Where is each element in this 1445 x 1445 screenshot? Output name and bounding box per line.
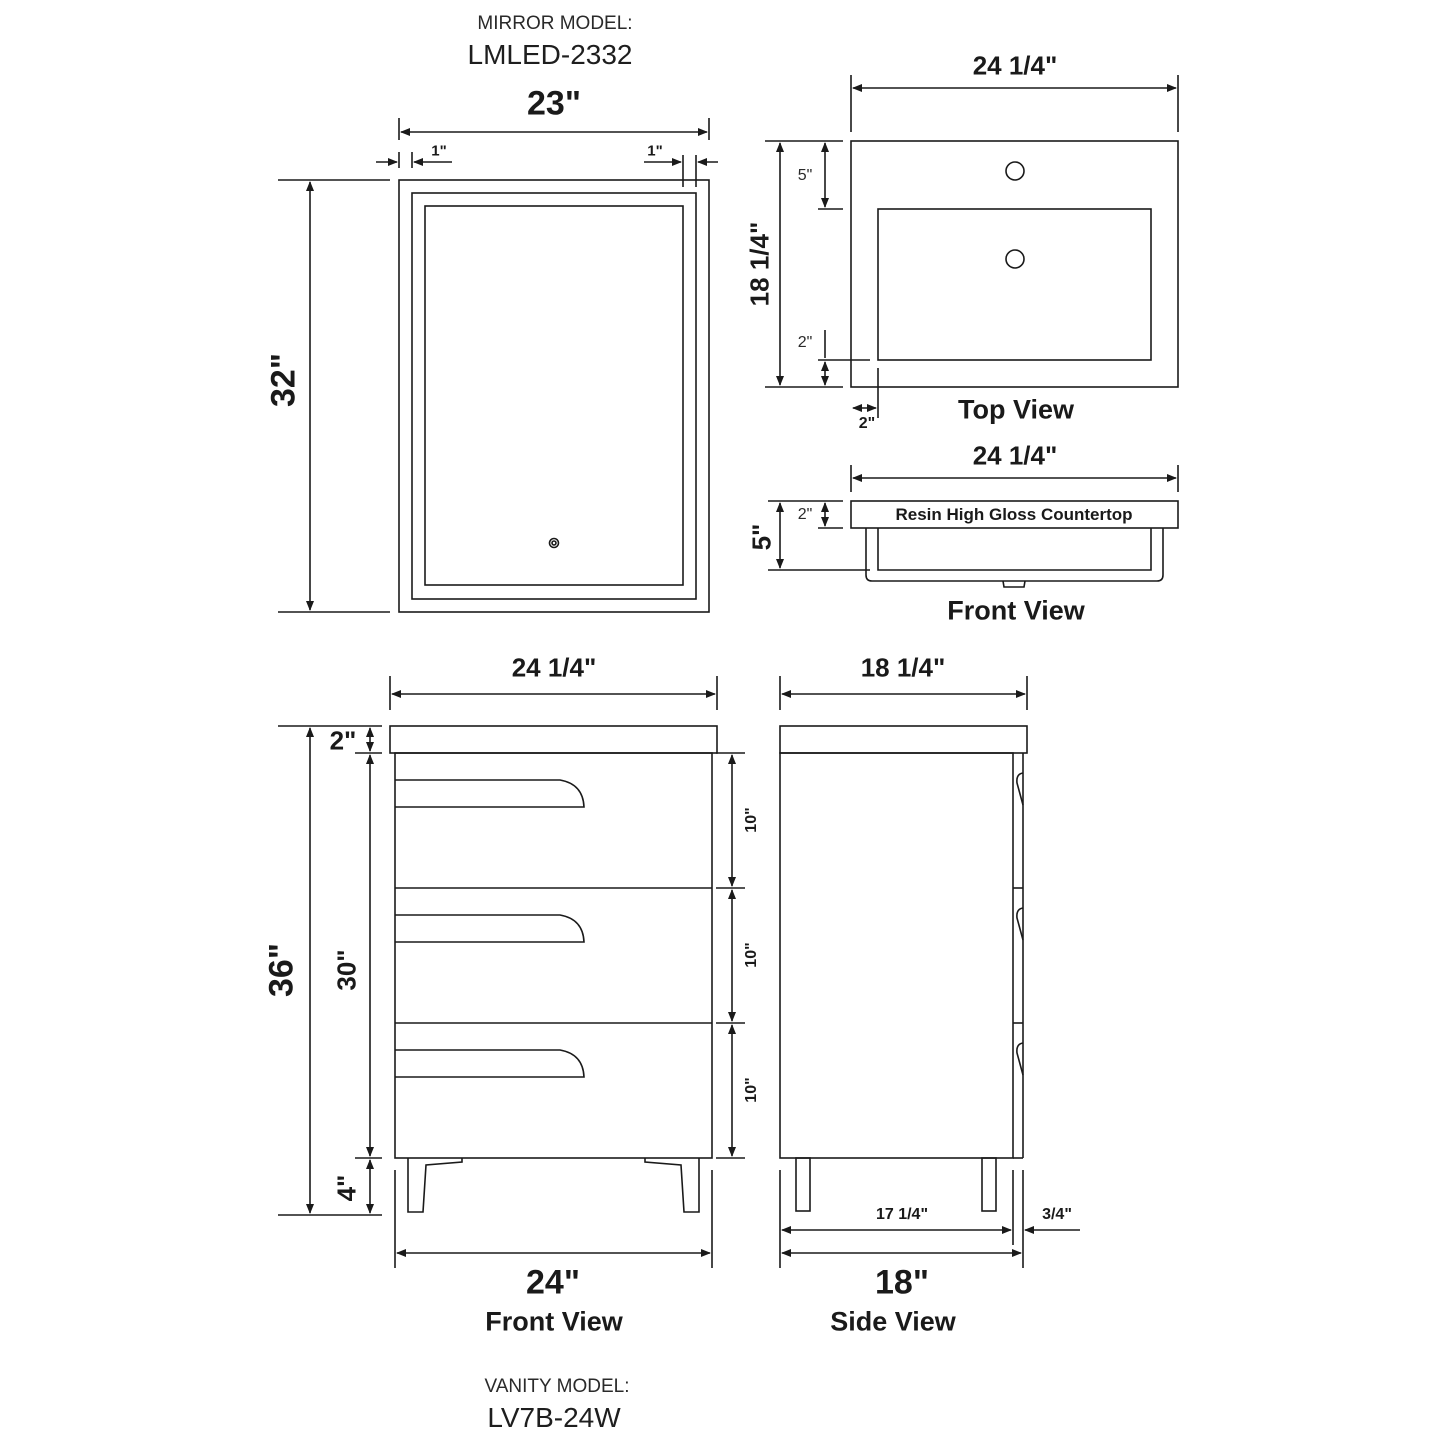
- mirror-model-caption: MIRROR MODEL:: [477, 13, 633, 34]
- top-view-front-offset-label: 2": [797, 334, 813, 351]
- sink-front-width-label: 24 1/4": [972, 440, 1058, 471]
- touch-sensor-icon: [548, 537, 560, 549]
- countertop-material-label: Resin High Gloss Countertop: [895, 505, 1133, 524]
- mirror-right-border-label: 1": [647, 142, 663, 160]
- vanity-body-width-label: 24": [526, 1263, 580, 1302]
- top-view-depth-label: 18 1/4": [744, 221, 775, 307]
- vanity-top-depth-label: 18 1/4": [860, 652, 946, 683]
- vanity-top-width-label: 24 1/4": [511, 652, 597, 683]
- mirror-width-label: 23": [527, 84, 581, 123]
- sink-front-view-drawing: [768, 465, 1179, 588]
- drawer-height-label: 10": [743, 807, 760, 833]
- vanity-total-height-label: 36": [262, 943, 301, 997]
- top-view-title: Top View: [957, 394, 1075, 425]
- vanity-front-view-title: Front View: [485, 1306, 623, 1337]
- top-view-back-offset-label: 5": [797, 167, 813, 184]
- vanity-front-thickness-label: 3/4": [1042, 1206, 1072, 1223]
- mirror-left-border-label: 1": [431, 142, 447, 160]
- drawer-height-label: 10": [743, 1077, 760, 1103]
- mirror-height-label: 32": [264, 353, 303, 407]
- top-view-side-offset-label: 2": [858, 415, 876, 432]
- vanity-side-view-drawing: [779, 676, 1080, 1268]
- countertop-height-label: 2": [797, 506, 813, 523]
- vanity-leg-height-label: 4": [331, 1174, 362, 1202]
- vanity-model-caption: VANITY MODEL:: [484, 1376, 630, 1397]
- drawer-height-label: 10": [743, 942, 760, 968]
- top-view-width-label: 24 1/4": [972, 50, 1058, 81]
- vanity-top-thickness-label: 2": [329, 725, 357, 756]
- sink-front-view-title: Front View: [947, 595, 1085, 626]
- sink-front-total-height-label: 5": [746, 523, 777, 551]
- vanity-side-view-title: Side View: [830, 1306, 956, 1337]
- vanity-cabinet-height-label: 30": [331, 949, 362, 991]
- sink-top-view-drawing: [765, 75, 1179, 418]
- mirror-model-number: LMLED-2332: [467, 39, 633, 70]
- mirror-drawing: [278, 118, 718, 613]
- vanity-cabinet-depth-label: 17 1/4": [875, 1206, 929, 1223]
- vanity-body-depth-label: 18": [875, 1263, 929, 1302]
- vanity-front-view-drawing: [278, 676, 745, 1268]
- vanity-model-number: LV7B-24W: [487, 1402, 621, 1433]
